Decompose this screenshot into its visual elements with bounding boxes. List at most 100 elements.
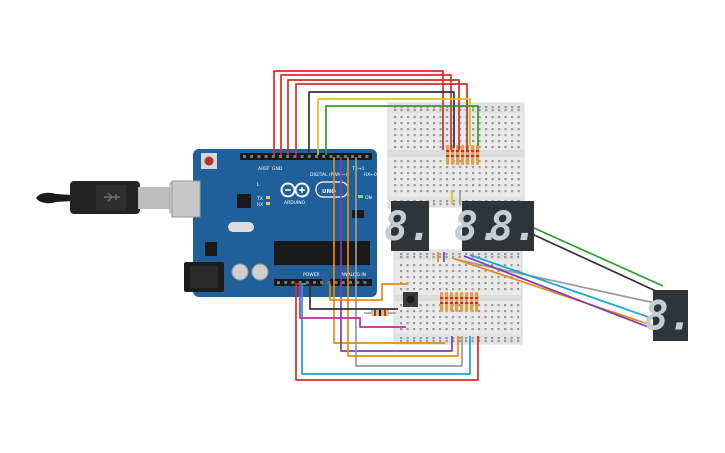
breadboard-hole	[491, 322, 494, 325]
breadboard-hole	[484, 253, 487, 256]
header-pin[interactable]	[293, 155, 297, 158]
header-pin[interactable]	[284, 281, 288, 284]
breadboard-hole	[497, 322, 500, 325]
header-pin[interactable]	[365, 155, 369, 158]
resistor-band	[466, 150, 470, 152]
wire-black-far[interactable]	[531, 233, 659, 293]
header-pin[interactable]	[250, 155, 254, 158]
wire-red-4[interactable]	[295, 83, 468, 155]
wire-red-3[interactable]	[287, 79, 460, 155]
header-pin[interactable]	[356, 281, 360, 284]
breadboard-hole	[426, 178, 429, 181]
wire-orange-2[interactable]	[347, 157, 459, 357]
wire-cyan-power[interactable]	[301, 283, 471, 375]
header-pin[interactable]	[336, 155, 340, 158]
header-pin[interactable]	[300, 155, 304, 158]
header-pin[interactable]	[257, 155, 261, 158]
header-pin[interactable]	[243, 155, 246, 158]
wire-purple-1[interactable]	[340, 157, 453, 352]
header-pin[interactable]	[351, 155, 354, 158]
header-pin[interactable]	[298, 281, 302, 284]
header-pin[interactable]	[334, 281, 338, 284]
breadboard-hole	[446, 203, 449, 206]
wire-red-1[interactable]	[273, 70, 444, 155]
wire-orange-btn[interactable]	[329, 283, 408, 301]
breadboard-hole	[458, 276, 461, 279]
push-button[interactable]	[403, 292, 418, 307]
reset-button[interactable]	[204, 156, 214, 166]
header-pin[interactable]	[320, 281, 324, 284]
power-jack-inner	[190, 266, 218, 288]
breadboard-hole	[498, 140, 501, 143]
resistor-array-upper[interactable]	[446, 145, 480, 165]
wire-gray-1[interactable]	[355, 157, 463, 367]
header-pin[interactable]	[286, 155, 290, 158]
breadboard-hole	[413, 276, 416, 279]
power-header-label: POWER	[303, 272, 320, 278]
wire-green-far[interactable]	[533, 227, 664, 287]
seven-segment-display[interactable]: 8.	[454, 201, 502, 251]
wire-blue-far[interactable]	[469, 254, 658, 321]
resistor-single[interactable]	[364, 310, 396, 316]
header-pin[interactable]	[358, 155, 362, 158]
wire-black-top[interactable]	[308, 91, 455, 155]
breadboard-hole	[485, 184, 488, 187]
wire-red-2[interactable]	[280, 74, 452, 155]
header-pin[interactable]	[264, 155, 268, 158]
seven-segment-display[interactable]: 8.	[384, 201, 432, 251]
header-pin[interactable]	[277, 281, 280, 284]
header-pin[interactable]	[349, 281, 352, 284]
breadboard-hole	[478, 322, 481, 325]
breadboard-hole	[419, 316, 422, 319]
resistor-band	[455, 302, 459, 304]
wire-orange-far[interactable]	[451, 257, 655, 327]
breadboard-hole	[400, 264, 403, 267]
breadboard-hole	[426, 134, 429, 137]
breadboard-hole	[439, 166, 442, 169]
header-pin[interactable]	[341, 281, 345, 284]
header-pin[interactable]	[307, 155, 311, 158]
wire-yellow-top[interactable]	[317, 98, 471, 155]
breadboard-hole	[511, 122, 514, 125]
resistor-array-lower[interactable]	[440, 292, 479, 312]
wire-purple-far[interactable]	[463, 255, 657, 331]
header-pin[interactable]	[329, 155, 333, 158]
arduino-uno-board[interactable]: DIGITAL (PWM~) AREF GND TX→1 RX←0 ARDUIN…	[171, 149, 377, 297]
wire-magenta[interactable]	[299, 284, 406, 328]
seven-segment-display[interactable]: 8.	[489, 201, 538, 251]
breadboard-hole	[485, 109, 488, 112]
breadboard-hole	[504, 172, 507, 175]
display-digit: 8.	[384, 204, 432, 250]
header-pin[interactable]	[271, 155, 275, 158]
header-pin[interactable]	[313, 281, 316, 284]
header-pin[interactable]	[305, 281, 309, 284]
breadboard-upper-rail-top	[388, 103, 524, 113]
breadboard-hole	[471, 276, 474, 279]
header-pin[interactable]	[291, 281, 295, 284]
breadboard-hole	[413, 122, 416, 125]
header-pin[interactable]	[327, 281, 331, 284]
header-pin[interactable]	[363, 281, 367, 284]
wire-red-power[interactable]	[295, 283, 479, 381]
breadboard-hole	[484, 340, 487, 343]
wire-green-top[interactable]	[325, 105, 479, 155]
breadboard-hole	[407, 166, 410, 169]
breadboard-hole	[517, 304, 520, 307]
header-pin[interactable]	[279, 155, 282, 158]
header-pin[interactable]	[315, 155, 318, 158]
breadboard-hole	[400, 340, 403, 343]
header-pin[interactable]	[343, 155, 347, 158]
seven-segment-displays: 8.8.8.8.	[384, 201, 693, 341]
breadboard-hole	[452, 316, 455, 319]
wire-black-bottom[interactable]	[309, 284, 398, 310]
breadboard-hole	[413, 253, 416, 256]
breadboard-hole	[478, 166, 481, 169]
breadboard-hole	[420, 146, 423, 149]
breadboard-hole	[439, 256, 442, 259]
seven-segment-display[interactable]: 8.	[644, 290, 693, 341]
breadboard-hole	[426, 276, 429, 279]
breadboard-hole	[491, 316, 494, 319]
breadboard-hole	[497, 328, 500, 331]
header-pin[interactable]	[322, 155, 326, 158]
wire-orange-1[interactable]	[333, 157, 445, 344]
